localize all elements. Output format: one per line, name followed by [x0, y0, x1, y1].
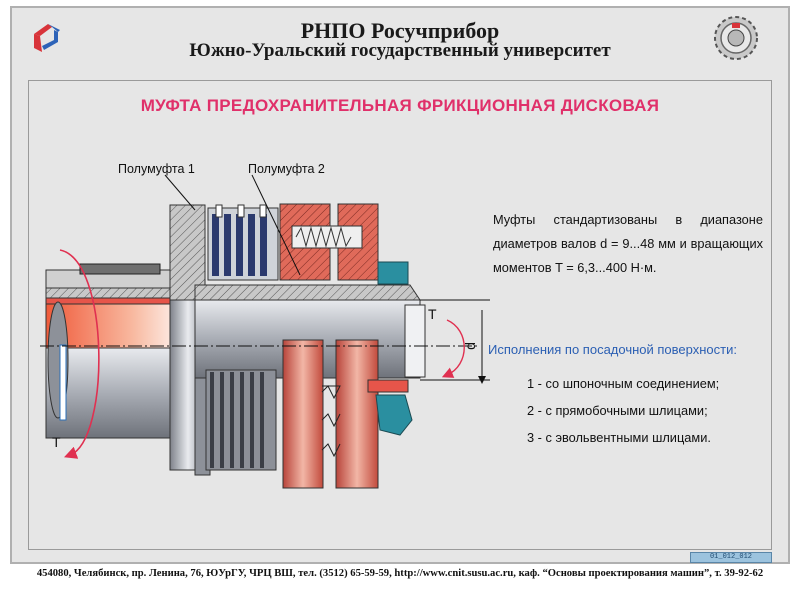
footer-address: 454080, Челябинск, пр. Ленина, 76, ЮУрГУ…	[36, 568, 764, 579]
left-shaft-hatched	[45, 287, 192, 299]
lower-springs	[321, 385, 341, 458]
label-diameter: d	[461, 342, 478, 350]
lower-hub-red	[367, 379, 409, 393]
variant-item: 1 - со шпоночным соединением;	[527, 376, 720, 391]
slide-code: 01_012_012	[690, 552, 772, 563]
variant-item: 2 - с прямобочными шлицами;	[527, 403, 708, 418]
left-shaft-lower	[45, 347, 192, 439]
right-shaft-section	[194, 284, 421, 301]
leader-half1	[164, 174, 196, 211]
adjusting-nut	[377, 261, 409, 285]
label-torque-right: T	[428, 306, 437, 322]
left-key	[79, 263, 161, 275]
left-key-slot	[59, 344, 67, 421]
description-text: Муфты стандартизованы в диапазоне диамет…	[493, 212, 763, 275]
disc-pack-upper	[207, 204, 279, 281]
torque-left-arrow	[59, 249, 100, 459]
variant-item: 3 - с эвольвентными шлицами.	[527, 430, 711, 445]
org-title: РНПО Росучприбор	[300, 18, 500, 43]
half-coupling-2-body	[282, 339, 324, 489]
disc-pack-lower	[205, 369, 277, 471]
university-logo	[34, 24, 60, 52]
lower-nut	[375, 394, 413, 436]
leader-half2	[251, 174, 301, 276]
label-half-coupling-2: Полумуфта 2	[248, 162, 325, 176]
torque-right-arrow	[441, 319, 465, 378]
label-torque-left: T	[52, 434, 61, 450]
university-title: Южно-Уральский государственный университ…	[189, 40, 611, 61]
half-coupling-2-ring	[335, 339, 379, 489]
gear-logo	[714, 16, 758, 60]
half-coupling-2-section	[279, 203, 379, 281]
label-half-coupling-1: Полумуфта 1	[118, 162, 195, 176]
diagram-title: МУФТА ПРЕДОХРАНИТЕЛЬНАЯ ФРИКЦИОННАЯ ДИСК…	[140, 96, 660, 115]
right-shaft-face	[404, 304, 426, 378]
variants-title: Исполнения по посадочной поверхности:	[488, 342, 737, 357]
